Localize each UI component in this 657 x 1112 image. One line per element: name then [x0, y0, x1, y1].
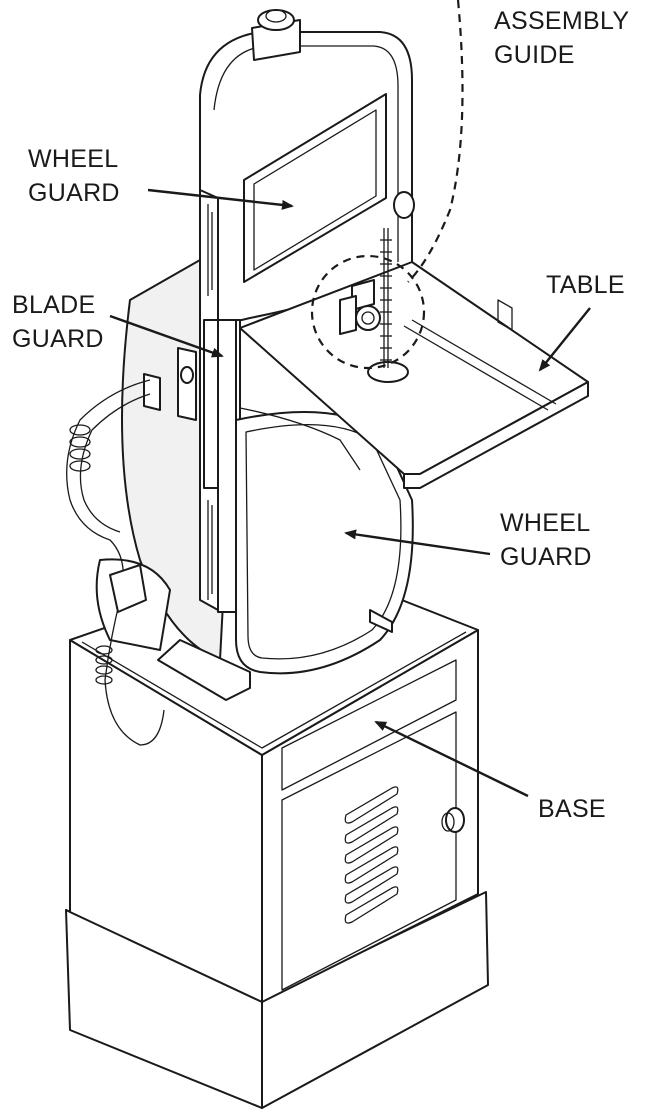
base-label-line1: BASE [538, 795, 606, 823]
blade-guard-arrow [109, 314, 224, 358]
wheel-guard-top-label-line2: GUARD [28, 179, 120, 207]
wheel-guard-bottom-label-line1: WHEEL [500, 509, 591, 537]
assembly-guide-label-line1: ASSEMBLY [494, 7, 630, 35]
wheel-guard-top-label: WHEEL GUARD [28, 142, 120, 210]
wheel-guard-top-arrow [147, 188, 294, 210]
assembly-guide-label: ASSEMBLY GUIDE [494, 4, 629, 72]
base-arrow [374, 720, 529, 798]
wheel-guard-top-label-line1: WHEEL [28, 145, 119, 173]
saw-table [239, 261, 589, 489]
assembly-guide-label-line2: GUIDE [494, 41, 575, 69]
blade-guard-label: BLADE GUARD [12, 288, 104, 356]
blade-guard-label-line2: GUARD [12, 325, 104, 353]
table-arrow [538, 307, 591, 372]
saw-frame [66, 9, 415, 746]
assembly-guide-leader [407, 0, 464, 283]
wheel-guard-bottom-arrow [344, 529, 491, 556]
table-label: TABLE [546, 268, 625, 302]
blade-guide-assembly [310, 228, 426, 370]
wheel-guard-bottom-label: WHEEL GUARD [500, 506, 592, 574]
blade-guard-label-line1: BLADE [12, 291, 96, 319]
wheel-guard-bottom-label-line2: GUARD [500, 543, 592, 571]
base-label: BASE [538, 792, 606, 826]
table-label-line1: TABLE [546, 271, 625, 299]
